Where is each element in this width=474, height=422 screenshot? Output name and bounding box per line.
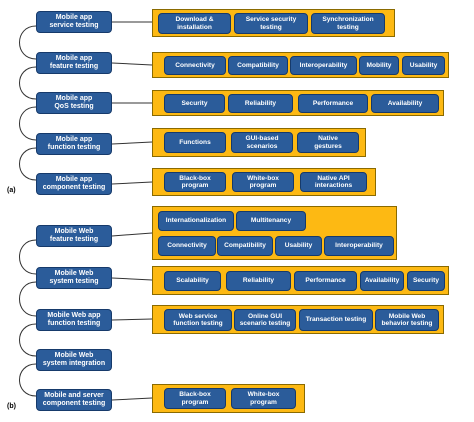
- item-service-security-testing: Service security testing: [234, 13, 308, 34]
- item-black-box-program: Black-box program: [164, 172, 226, 192]
- item-scalability: Scalability: [164, 271, 221, 291]
- stage-b-system-testing: Mobile Web system testing: [36, 267, 112, 289]
- stage-b-function-testing: Mobile Web app function testing: [36, 309, 112, 331]
- item-usability-web: Usability: [275, 236, 322, 256]
- stage-flow-arc: [19, 239, 37, 275]
- item-synchronization-testing: Synchronization testing: [311, 13, 385, 34]
- item-connectivity: Connectivity: [164, 56, 226, 75]
- item-availability: Availability: [371, 94, 439, 113]
- item-availability-web: Availability: [360, 271, 404, 291]
- item-black-box-program-web: Black-box program: [164, 388, 226, 409]
- stage-a-qos-testing: Mobile app QoS testing: [36, 92, 112, 114]
- item-internationalization: Internationalization: [158, 211, 234, 231]
- item-native-gestures: Native gestures: [297, 132, 359, 153]
- item-mobile-web-behavior-testing: Mobile Web behavior testing: [375, 309, 439, 331]
- panel-b-feature: Internationalization Multitenancy Connec…: [152, 206, 397, 260]
- item-transaction-testing: Transaction testing: [299, 309, 373, 331]
- item-mobility: Mobility: [359, 56, 399, 75]
- item-interoperability: Interoperability: [290, 56, 357, 75]
- stage-b-system-integration: Mobile Web system integration: [36, 349, 112, 371]
- stage-flow-arc: [19, 147, 37, 181]
- item-online-gui-scenario-testing: Online GUI scenario testing: [234, 309, 296, 331]
- stage-a-service-testing: Mobile app service testing: [36, 11, 112, 33]
- panel-a-feature: Connectivity Compatibility Interoperabil…: [152, 52, 449, 78]
- stage-panel-link: [111, 141, 153, 145]
- stage-flow-arc: [19, 323, 37, 357]
- stage-a-feature-testing: Mobile app feature testing: [36, 52, 112, 74]
- stage-b-component-testing: Mobile and server component testing: [36, 389, 112, 411]
- item-download-installation: Download & installation: [158, 13, 231, 34]
- part-b-label: (b): [7, 403, 16, 410]
- part-a-label: (a): [7, 187, 16, 194]
- stage-panel-link: [111, 62, 153, 66]
- item-web-service-function-testing: Web service function testing: [164, 309, 232, 331]
- panel-a-service: Download & installation Service security…: [152, 9, 395, 37]
- item-security: Security: [164, 94, 225, 113]
- stage-flow-arc: [19, 281, 37, 317]
- item-usability: Usability: [402, 56, 445, 75]
- item-compatibility: Compatibility: [228, 56, 288, 75]
- panel-a-component: Black-box program White-box program Nati…: [152, 168, 376, 196]
- stage-panel-link: [111, 232, 153, 237]
- item-reliability-web: Reliability: [226, 271, 291, 291]
- stage-flow-arc: [19, 106, 37, 141]
- stage-b-feature-testing: Mobile Web feature testing: [36, 225, 112, 247]
- panel-b-system: Scalability Reliability Performance Avai…: [152, 266, 449, 295]
- stage-panel-link: [111, 277, 153, 281]
- item-gui-based-scenarios: GUI-based scenarios: [231, 132, 293, 153]
- item-white-box-program-web: White-box program: [231, 388, 296, 409]
- stage-a-component-testing: Mobile app component testing: [36, 173, 112, 195]
- stage-flow-arc: [19, 363, 37, 397]
- item-functions: Functions: [164, 132, 226, 153]
- stage-flow-arc: [19, 25, 37, 60]
- item-white-box-program: White-box program: [232, 172, 294, 192]
- item-multitenancy: Multitenancy: [236, 211, 306, 231]
- item-performance: Performance: [298, 94, 368, 113]
- item-connectivity-web: Connectivity: [158, 236, 216, 256]
- item-performance-web: Performance: [294, 271, 357, 291]
- panel-b-component: Black-box program White-box program: [152, 384, 305, 413]
- item-native-api-interactions: Native API interactions: [300, 172, 367, 192]
- stage-panel-link: [111, 318, 153, 321]
- panel-a-qos: Security Reliability Performance Availab…: [152, 90, 444, 116]
- panel-a-function: Functions GUI-based scenarios Native ges…: [152, 128, 366, 157]
- stage-a-function-testing: Mobile app function testing: [36, 133, 112, 155]
- stage-panel-link: [111, 181, 153, 185]
- panel-b-function: Web service function testing Online GUI …: [152, 305, 444, 334]
- stage-flow-arc: [19, 66, 37, 100]
- item-compatibility-web: Compatibility: [217, 236, 273, 256]
- item-security-web: Security: [407, 271, 445, 291]
- stage-panel-link: [111, 397, 153, 401]
- item-reliability: Reliability: [228, 94, 293, 113]
- item-interoperability-web: Interoperability: [324, 236, 394, 256]
